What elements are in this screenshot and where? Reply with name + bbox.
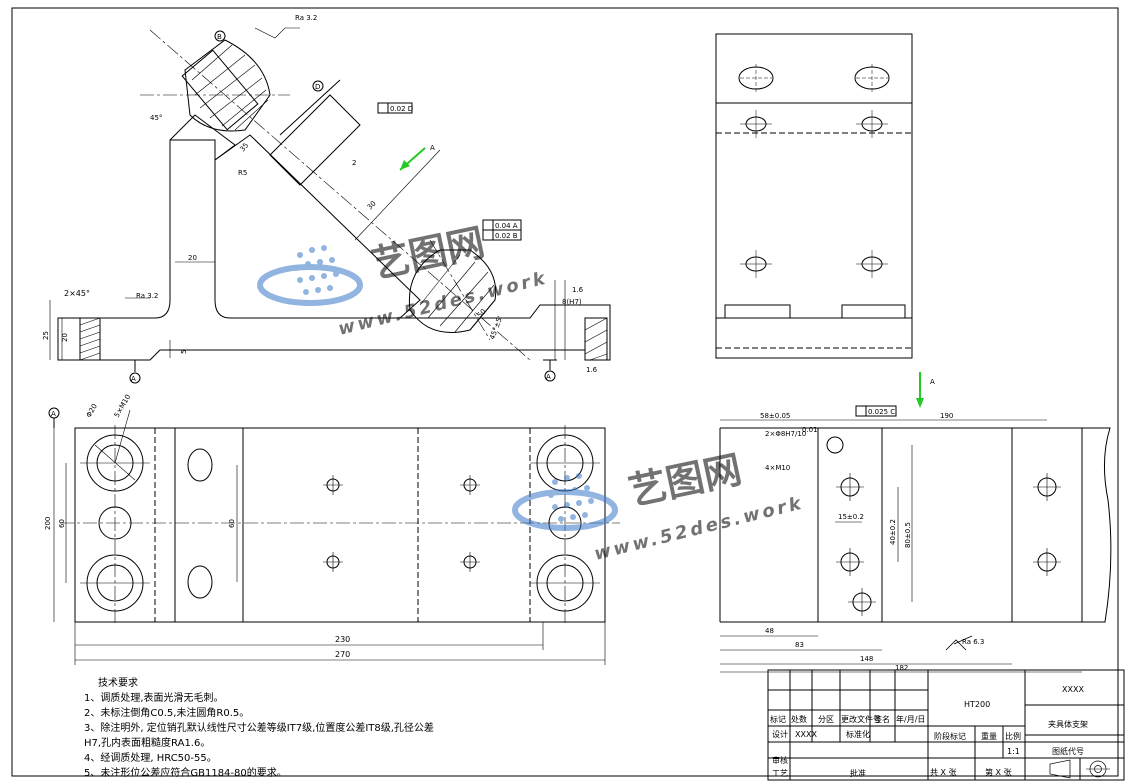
tb-date: 年/月/日 <box>896 714 925 724</box>
technical-requirements: 技术要求 1、调质处理,表面光滑无毛刺。 2、未标注倒角C0.5,未注圆角R0.… <box>84 676 484 781</box>
tech-item-1: 1、调质处理,表面光滑无毛刺。 <box>84 693 224 704</box>
dim-8h7: 8(H7) <box>562 298 582 306</box>
tb-mark: 标记 <box>770 714 786 724</box>
side-view <box>715 33 913 359</box>
view-arrow-a-2 <box>916 372 924 408</box>
dim-83: 83 <box>795 641 804 649</box>
ra32-left: Ra 3.2 <box>136 292 158 300</box>
section-view-a <box>719 405 1112 673</box>
title-block <box>767 669 1125 781</box>
tol-001: 0.01 <box>802 426 818 434</box>
tol-0025c: 0.025 C <box>868 408 895 416</box>
dim-15: 15±0.2 <box>838 513 864 521</box>
tb-design-name: XXXX <box>795 730 817 739</box>
plan-view <box>48 407 620 665</box>
dim-200: 200 <box>44 517 52 530</box>
dim-45: 45° <box>150 114 162 122</box>
tech-item-3: 3、除注明外, 定位销孔默认线性尺寸公差等级IT7级,位置度公差IT8级,孔径公… <box>84 723 434 734</box>
tol-002b: 0.02 B <box>495 232 518 240</box>
tb-stage: 阶段标记 <box>934 731 966 741</box>
dim-16-top: 1.6 <box>572 286 584 294</box>
ra32-top: Ra 3.2 <box>295 14 317 22</box>
dim-40: 40±0.2 <box>889 519 897 545</box>
dim-30: 30 <box>366 199 378 211</box>
dim-16-bottom: 1.6 <box>586 366 598 374</box>
tol-004a: 0.04 A <box>495 222 518 230</box>
dim-20-web: 20 <box>188 254 197 262</box>
dim-148: 148 <box>860 655 873 663</box>
tech-item-6: 5、未注形位公差应符合GB1184-80的要求。 <box>84 768 287 779</box>
ra63: Ra 6.3 <box>962 638 984 646</box>
dim-2xm: 2×Φ8H7/10 <box>765 430 806 438</box>
dim-5xm10: 5×M10 <box>113 393 133 419</box>
dim-35: 35 <box>238 141 250 153</box>
datum-a-right: A <box>546 373 551 381</box>
dim-2x45: 2×45° <box>64 289 90 298</box>
tb-sign: 签名 <box>874 714 890 724</box>
dim-5: 5 <box>180 350 188 354</box>
watermark-brand-1: 艺图网 <box>368 220 489 287</box>
tb-count: 处数 <box>791 714 807 724</box>
view-label-a-side: A <box>930 378 935 386</box>
dim-50: 50 <box>476 307 488 319</box>
tech-item-4: H7,孔内表面粗糙度RA1.6。 <box>84 738 211 749</box>
tb-zone: 分区 <box>818 715 834 724</box>
tb-material: HT200 <box>964 700 990 709</box>
tb-weight: 重量 <box>981 731 997 741</box>
view-arrow-a <box>399 147 426 171</box>
tb-scale-value: 1:1 <box>1007 747 1020 756</box>
dim-230: 230 <box>335 635 350 644</box>
dim-r5: R5 <box>238 169 247 177</box>
dim-25: 25 <box>42 331 50 340</box>
dim-48: 48 <box>765 627 774 635</box>
dim-2: 2 <box>352 159 356 167</box>
watermark-brand-2: 艺图网 <box>625 447 746 514</box>
tech-item-2: 2、未标注倒角C0.5,未注圆角R0.5。 <box>84 708 250 719</box>
tb-approve: 批准 <box>850 768 866 778</box>
tb-standardize: 标准化 <box>846 729 870 739</box>
tb-process: 工艺 <box>772 769 788 778</box>
sheet-border <box>11 7 1119 777</box>
tech-item-5: 4、经调质处理, HRC50-55。 <box>84 753 217 764</box>
tb-drawing-code: 图纸代号 <box>1052 746 1084 756</box>
view-label-a-top: A <box>430 144 435 152</box>
dim-45pm: 45°±5' <box>488 315 504 341</box>
tb-company: XXXX <box>1062 685 1084 694</box>
tech-heading: 技术要求 <box>98 678 138 689</box>
dim-60-mid: 60 <box>228 519 236 528</box>
dim-190: 190 <box>940 412 953 420</box>
datum-a-left: A <box>131 375 136 383</box>
dim-182: 182 <box>895 664 908 672</box>
dim-phi20: Φ20 <box>85 403 99 419</box>
tb-design: 设计 <box>772 729 788 739</box>
dim-4xm: 4×M10 <box>765 464 790 472</box>
datum-c: A <box>51 410 56 418</box>
tb-change: 更改文件号 <box>841 714 881 724</box>
tb-review: 审核 <box>772 755 788 765</box>
watermark-2: 艺图网 www.52des.work <box>512 447 806 565</box>
front-view <box>49 27 611 384</box>
watermark-url-1: www.52des.work <box>336 267 550 339</box>
datum-d: D <box>315 83 320 91</box>
dim-58: 58±0.05 <box>760 412 790 420</box>
dim-270: 270 <box>335 650 350 659</box>
dim-60-left: 60 <box>58 519 66 528</box>
tol-002d: 0.02 D <box>390 105 413 113</box>
datum-b: B <box>217 33 222 41</box>
tb-total-sheets: 共 X 张 <box>930 768 957 777</box>
dim-20-left: 20 <box>61 333 69 342</box>
watermark-url-2: www.52des.work <box>592 492 806 564</box>
tb-part-name: 夹具体支架 <box>1048 719 1088 729</box>
tb-sheet-no: 第 X 张 <box>985 767 1012 777</box>
dim-80: 80±0.5 <box>904 522 912 548</box>
tb-scale: 比例 <box>1005 731 1021 741</box>
